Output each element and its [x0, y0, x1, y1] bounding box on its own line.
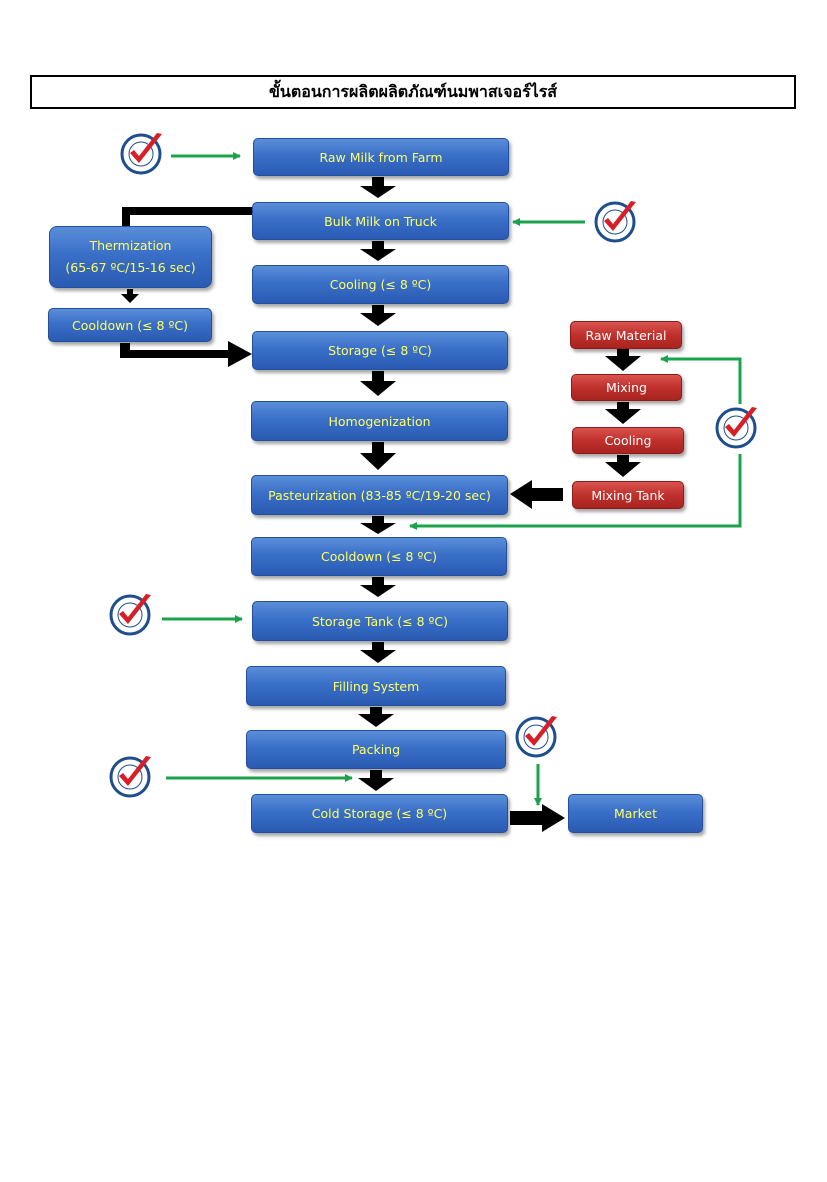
- step-label: Thermization: [89, 238, 172, 253]
- flow-arrows: [120, 177, 641, 832]
- down-arrow: [360, 516, 396, 534]
- ingredient-raw-material: Raw Material: [570, 321, 682, 349]
- step-filling: Filling System: [246, 666, 506, 706]
- step-label: Cold Storage (≤ 8 ºC): [311, 806, 448, 821]
- down-arrow: [358, 707, 394, 727]
- ingredient-cooling: Cooling: [572, 427, 684, 454]
- down-arrow: [360, 241, 396, 261]
- left-arrow: [510, 480, 563, 509]
- step-label: Pasteurization (83-85 ºC/19-20 sec): [268, 487, 491, 503]
- step-side-cooldown: Cooldown (≤ 8 ºC): [48, 308, 212, 342]
- quality-check-badge-icon: [109, 756, 151, 798]
- step-label: Storage Tank (≤ 8 ºC): [312, 613, 448, 629]
- step-label: Raw Material: [585, 327, 667, 343]
- down-arrow: [121, 289, 139, 303]
- right-arrow: [510, 804, 565, 832]
- quality-check-arrows: [162, 152, 742, 806]
- step-packing: Packing: [246, 730, 506, 769]
- down-arrow: [605, 455, 641, 477]
- step-label: Market: [614, 806, 657, 821]
- ingredient-mixing: Mixing: [571, 374, 682, 401]
- page-title: ขั้นตอนการผลิตผลิตภัณฑ์นมพาสเจอร์ไรส์: [268, 81, 558, 101]
- step-label: Cooldown (≤ 8 ºC): [72, 317, 188, 333]
- step-label: Filling System: [332, 678, 420, 694]
- down-arrow: [360, 577, 396, 597]
- down-arrow: [605, 402, 641, 424]
- merge-arrow: [120, 341, 252, 367]
- quality-check-badge-icon: [109, 594, 151, 636]
- step-label: Cooling: [604, 433, 652, 448]
- step-homogenization: Homogenization: [251, 401, 508, 441]
- qc-arrow: [409, 454, 742, 530]
- step-bulk-milk: Bulk Milk on Truck: [252, 202, 509, 240]
- step-market: Market: [568, 794, 703, 833]
- step-label: Mixing: [606, 380, 647, 395]
- quality-check-badge-icon: [715, 407, 757, 449]
- step-pasteurization: Pasteurization (83-85 ºC/19-20 sec): [251, 475, 508, 515]
- down-arrow: [360, 305, 396, 326]
- step-label: Bulk Milk on Truck: [324, 213, 437, 229]
- step-label: Storage (≤ 8 ºC): [328, 343, 432, 358]
- step-label: Cooldown (≤ 8 ºC): [321, 549, 437, 564]
- step-label: Mixing Tank: [591, 487, 665, 503]
- qc-arrow: [660, 355, 742, 404]
- step-label: (65-67 ºC/15-16 sec): [65, 260, 196, 275]
- down-arrow: [360, 442, 396, 470]
- down-arrow: [360, 177, 396, 198]
- branch-line: [122, 207, 252, 228]
- step-label: Raw Milk from Farm: [319, 149, 443, 165]
- down-arrow: [360, 642, 396, 663]
- step-storage: Storage (≤ 8 ºC): [252, 331, 508, 370]
- quality-check-badge-icon: [515, 716, 557, 758]
- step-cold-storage: Cold Storage (≤ 8 ºC): [251, 794, 508, 833]
- down-arrow: [360, 371, 396, 396]
- quality-check-badge-icon: [120, 133, 162, 175]
- step-label: Homogenization: [328, 413, 431, 429]
- step-label: Packing: [351, 742, 401, 757]
- down-arrow: [358, 770, 394, 791]
- step-storage-tank: Storage Tank (≤ 8 ºC): [252, 601, 508, 641]
- step-raw-milk: Raw Milk from Farm: [253, 138, 509, 176]
- quality-check-badge-icon: [594, 201, 636, 243]
- step-cooling: Cooling (≤ 8 ºC): [252, 265, 509, 304]
- title-box: ขั้นตอนการผลิตผลิตภัณฑ์นมพาสเจอร์ไรส์: [30, 75, 796, 109]
- step-label: Cooling (≤ 8 ºC): [329, 277, 432, 292]
- ingredient-mixing-tank: Mixing Tank: [572, 481, 684, 509]
- down-arrow: [605, 349, 641, 371]
- step-thermization: Thermization (65-67 ºC/15-16 sec): [49, 226, 212, 288]
- step-cooldown: Cooldown (≤ 8 ºC): [251, 537, 507, 576]
